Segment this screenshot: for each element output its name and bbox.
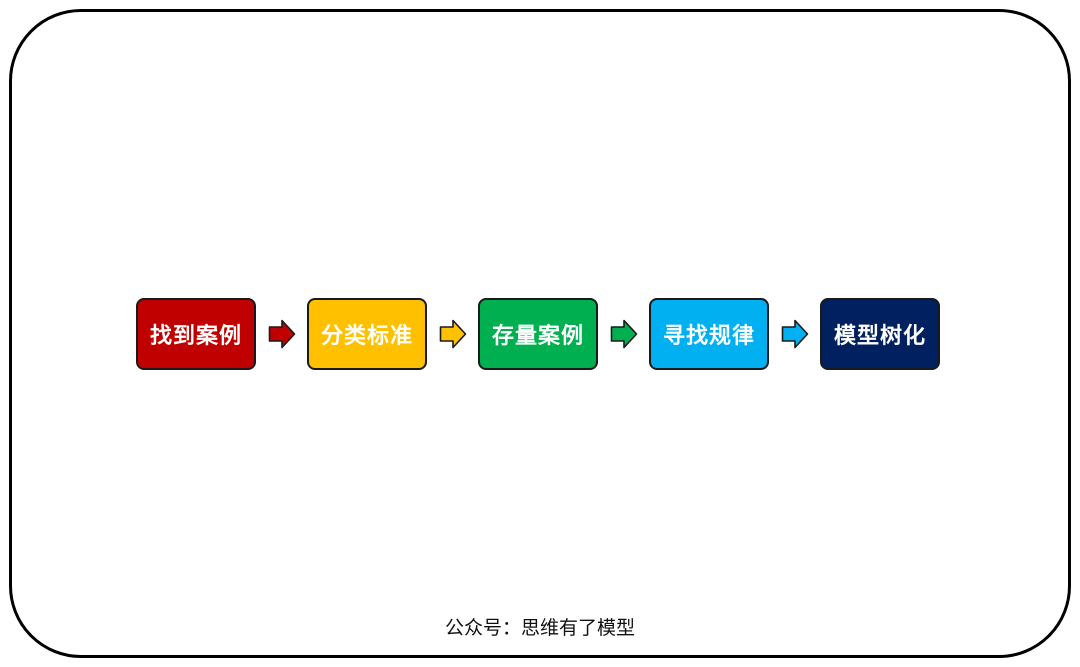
process-flow: 找到案例 分类标准 存量案例 寻找规律 模型树化 [136,296,944,372]
right-arrow-icon [769,298,820,370]
step-existing-cases: 存量案例 [478,298,598,370]
footer-caption: 公众号：思维有了模型 [444,617,635,639]
step-find-cases: 找到案例 [136,298,256,370]
right-arrow-icon [598,298,649,370]
right-arrow-icon [256,298,307,370]
step-classification-criteria: 分类标准 [307,298,427,370]
step-find-patterns: 寻找规律 [649,298,769,370]
right-arrow-icon [427,298,478,370]
step-model-tree: 模型树化 [820,298,940,370]
